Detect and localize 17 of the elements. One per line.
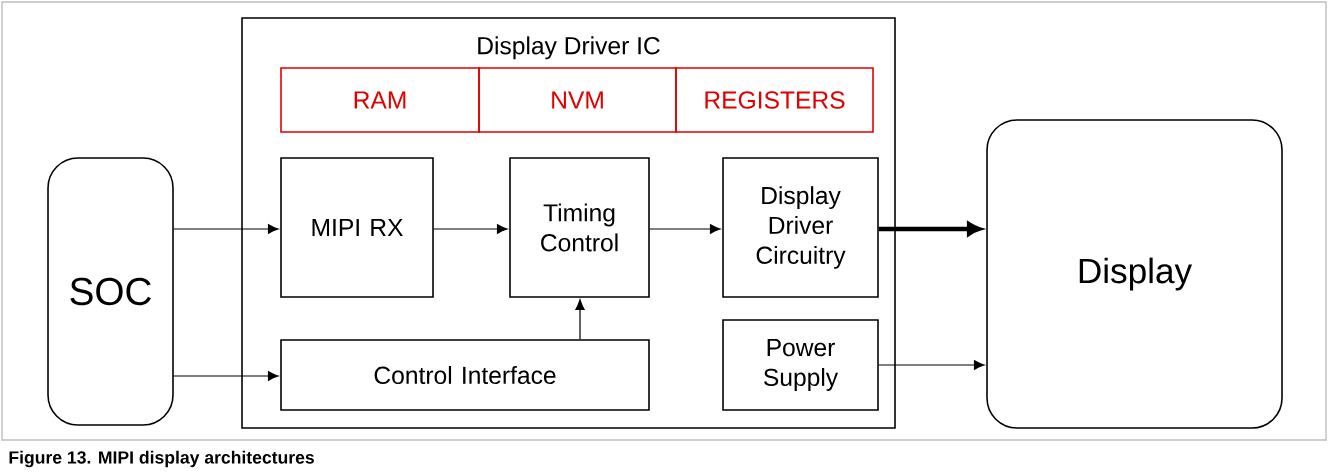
block: Power Supply bbox=[722, 319, 879, 411]
block: Control Interface bbox=[280, 339, 650, 411]
arrow bbox=[433, 224, 508, 234]
figure-caption: Figure 13. MIPI display architectures bbox=[9, 450, 314, 468]
arrow bbox=[173, 371, 279, 381]
arrow bbox=[173, 224, 279, 234]
block: Display Driver Circuitry bbox=[722, 157, 879, 298]
block: Timing Control bbox=[509, 157, 650, 298]
memory-block: NVM bbox=[478, 67, 677, 133]
rounded-box: Display bbox=[986, 119, 1283, 429]
arrow bbox=[878, 360, 985, 370]
memory-block: RAM bbox=[280, 67, 480, 133]
memory-block: REGISTERS bbox=[675, 67, 874, 133]
arrow bbox=[649, 224, 721, 234]
block: MIPI RX bbox=[280, 157, 434, 298]
rounded-box: SOC bbox=[47, 157, 174, 426]
arrow bbox=[575, 299, 585, 340]
